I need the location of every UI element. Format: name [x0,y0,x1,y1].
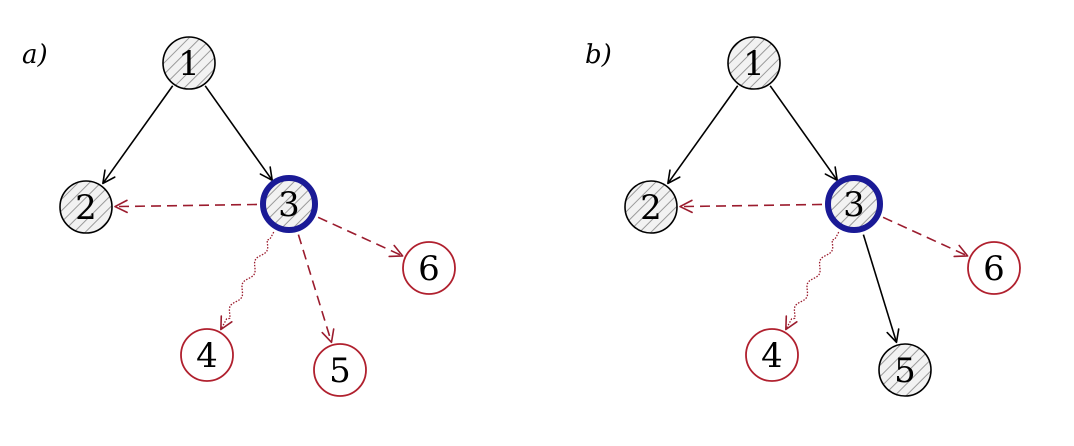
edge-3-5-panel-b-line [862,234,898,343]
node-5-label-panel-a: 5 [329,351,351,391]
node-4-panel-b: 4 [745,328,799,382]
panel-label-a: a) [22,40,48,70]
edge-3-2-panel-a [114,199,258,214]
edge-3-6-panel-b-arrowhead [953,244,969,258]
node-4-label-panel-a: 4 [196,336,218,376]
node-4-circle-panel-b [745,328,799,382]
node-6-circle-panel-a [402,241,456,295]
edge-3-4-panel-b-line [785,231,840,330]
node-2-label-panel-b: 2 [640,188,662,228]
node-2-label-panel-a: 2 [75,188,97,228]
edge-3-5-panel-b [862,234,900,344]
edge-1-2-panel-a [102,85,174,185]
edge-3-6-panel-a-line [317,216,403,257]
node-1-circle-panel-b [727,36,781,90]
edge-3-2-panel-b-arrowhead [679,199,693,214]
node-2-circle-panel-b [624,180,678,234]
edge-1-2-panel-b [667,85,739,185]
node-3-panel-a: 3 [260,175,318,233]
edge-3-5-panel-a-arrowhead [321,328,335,344]
node-6-panel-a: 6 [402,241,456,295]
node-2-panel-a: 2 [59,180,113,234]
node-4-circle-panel-a [180,328,234,382]
node-5-panel-b: 5 [878,343,932,397]
node-4-panel-a: 4 [180,328,234,382]
node-1-panel-b: 1 [727,36,781,90]
edge-3-2-panel-a-line [114,203,258,208]
edge-1-3-panel-a-line [204,85,273,181]
node-4-label-panel-b: 4 [761,336,783,376]
edge-3-4-panel-a [220,231,275,331]
node-6-label-panel-a: 6 [418,249,440,289]
edge-3-6-panel-b-line [882,216,968,257]
edge-3-5-panel-a-line [297,234,333,343]
edge-1-2-panel-b-arrowhead [667,169,681,185]
node-3-label-panel-a: 3 [278,185,300,225]
edge-1-3-panel-b-line [769,85,838,181]
edge-3-4-panel-a-arrowhead [220,315,233,331]
node-6-panel-b: 6 [967,241,1021,295]
edge-1-2-panel-a-arrowhead [102,169,116,185]
edge-1-2-panel-a-line [102,85,174,184]
edge-3-4-panel-b-arrowhead [785,315,798,331]
node-5-circle-panel-b [878,343,932,397]
node-3-panel-b: 3 [825,175,883,233]
node-6-label-panel-b: 6 [983,249,1005,289]
node-5-circle-panel-a [313,343,367,397]
edge-3-6-panel-b [882,216,969,258]
node-2-circle-panel-a [59,180,113,234]
edge-1-3-panel-b-arrowhead [824,166,839,182]
node-1-label-panel-b: 1 [743,44,765,84]
edge-1-3-panel-b [769,85,839,182]
edge-3-6-panel-a-arrowhead [388,244,404,258]
node-1-circle-panel-a [162,36,216,90]
edge-3-4-panel-a-line [220,231,275,330]
node-3-circle-panel-b [825,175,883,233]
nodes-layer: 1 2 3 4 5 6 1 2 3 4 5 6 [59,36,1021,397]
edge-3-2-panel-a-arrowhead [114,199,128,214]
edge-1-3-panel-a [204,85,274,182]
edges-layer [102,85,969,344]
node-3-circle-panel-a [260,175,318,233]
node-1-panel-a: 1 [162,36,216,90]
edge-1-2-panel-b-line [667,85,739,184]
edge-3-5-panel-b-arrowhead [886,328,900,344]
node-2-panel-b: 2 [624,180,678,234]
panel-label-b: b) [585,40,612,70]
edge-3-4-panel-b [785,231,840,331]
edge-3-6-panel-a [317,216,404,258]
edge-3-2-panel-b [679,199,823,214]
node-6-circle-panel-b [967,241,1021,295]
edge-3-5-panel-a [297,234,335,344]
node-5-panel-a: 5 [313,343,367,397]
node-5-label-panel-b: 5 [894,351,916,391]
node-3-label-panel-b: 3 [843,185,865,225]
node-1-label-panel-a: 1 [178,44,200,84]
edge-3-2-panel-b-line [679,203,823,208]
